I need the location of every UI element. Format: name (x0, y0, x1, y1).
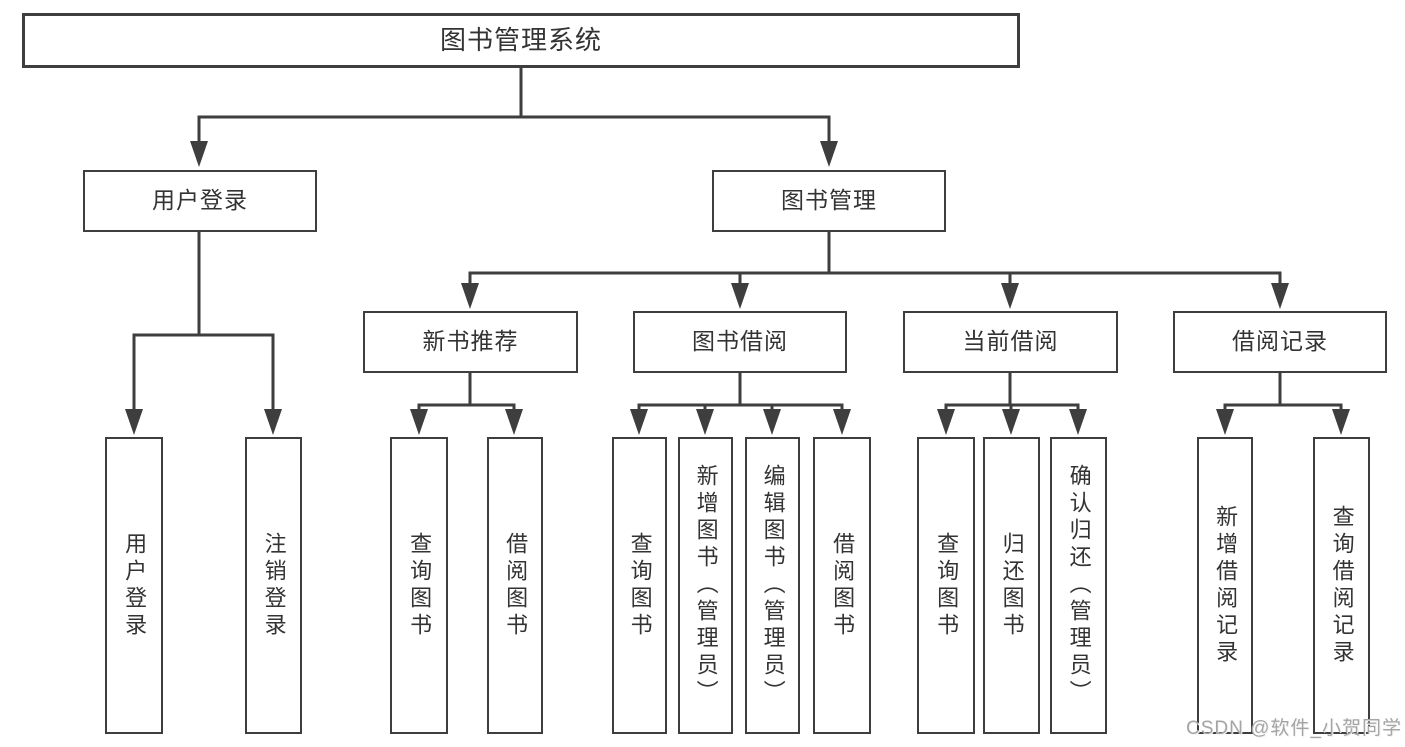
node-library-management-system: 图书管理系统 (22, 13, 1020, 68)
leaf-add-books-admin: 新增图书（管理员） (678, 437, 733, 734)
leaf-query-borrow-record: 查询借阅记录 (1313, 437, 1370, 734)
leaf-query-books-current: 查询图书 (917, 437, 975, 734)
leaf-logout: 注销登录 (245, 437, 302, 734)
leaf-user-login: 用户登录 (105, 437, 163, 734)
leaf-borrow-books-recommend: 借阅图书 (487, 437, 543, 734)
leaf-query-books-borrowing: 查询图书 (612, 437, 667, 734)
leaf-query-books-recommend: 查询图书 (390, 437, 448, 734)
node-borrowing-records: 借阅记录 (1173, 311, 1387, 373)
leaf-confirm-return-admin: 确认归还（管理员） (1050, 437, 1107, 734)
node-book-management: 图书管理 (712, 170, 946, 232)
leaf-add-borrow-record: 新增借阅记录 (1197, 437, 1253, 734)
node-new-book-recommendation: 新书推荐 (363, 311, 578, 373)
node-user-login: 用户登录 (83, 170, 317, 232)
watermark: CSDN @软件_小贺同学 (1186, 718, 1402, 739)
node-current-borrowing: 当前借阅 (903, 311, 1118, 373)
leaf-edit-books-admin: 编辑图书（管理员） (745, 437, 800, 734)
node-book-borrowing: 图书借阅 (633, 311, 847, 373)
leaf-return-books: 归还图书 (983, 437, 1040, 734)
leaf-borrow-books-borrowing: 借阅图书 (813, 437, 871, 734)
